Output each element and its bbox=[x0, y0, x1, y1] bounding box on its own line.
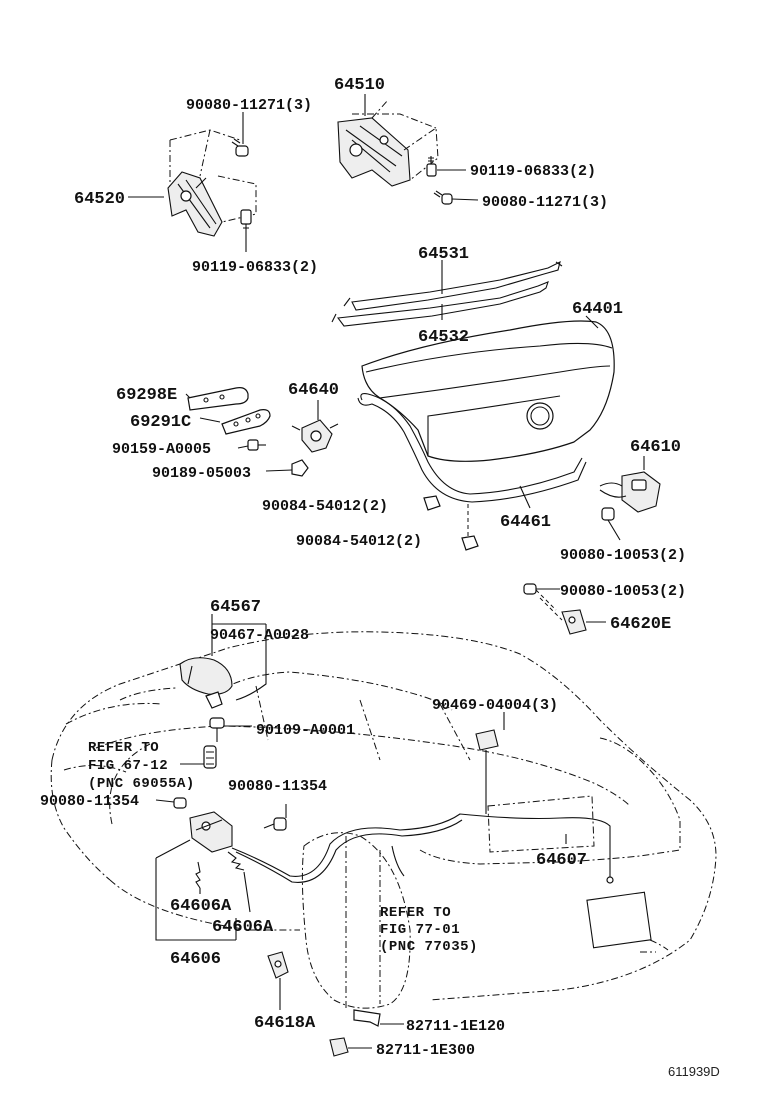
torsion-bar-64532[interactable] bbox=[331, 281, 549, 327]
leaders-64640 bbox=[185, 393, 319, 472]
label-82711-1E300: 82711-1E300 bbox=[376, 1042, 475, 1059]
bolt-90080-11271-left[interactable] bbox=[231, 138, 249, 157]
label-90119-06833-b: 90119-06833(2) bbox=[192, 259, 318, 276]
label-64610: 64610 bbox=[630, 438, 681, 457]
bolt-90080-10053-lock[interactable] bbox=[601, 507, 615, 521]
bolt-90119-06833-left[interactable] bbox=[240, 209, 252, 232]
label-64567: 64567 bbox=[210, 598, 261, 617]
bolt-90080-11271-right[interactable] bbox=[433, 190, 453, 205]
protector-82711-1E120[interactable] bbox=[353, 1009, 381, 1027]
spring-refer-69055A[interactable] bbox=[203, 745, 217, 769]
label-90467-A0028: 90467-A0028 bbox=[210, 627, 309, 644]
torsion-bar-64531[interactable] bbox=[343, 260, 563, 311]
fuel-lid-64567[interactable] bbox=[179, 657, 233, 695]
leaders-cable bbox=[485, 712, 567, 844]
lock-64610[interactable] bbox=[599, 471, 661, 513]
label-64531: 64531 bbox=[418, 245, 469, 264]
garnish-69291C[interactable] bbox=[221, 409, 271, 435]
label-90189-05003: 90189-05003 bbox=[152, 465, 251, 482]
label-64606A-a: 64606A bbox=[170, 897, 232, 916]
label-64640: 64640 bbox=[288, 381, 339, 400]
label-64510: 64510 bbox=[334, 76, 385, 95]
cushion-90084-54012-upper[interactable] bbox=[423, 495, 441, 511]
label-90080-10053-a: 90080-10053(2) bbox=[560, 547, 686, 564]
label-90084-54012-a: 90084-54012(2) bbox=[262, 498, 388, 515]
leaders-fuel bbox=[180, 725, 252, 765]
label-90159-A0005: 90159-A0005 bbox=[112, 441, 211, 458]
cover-64618A[interactable] bbox=[267, 951, 289, 979]
bolt-90119-06833-right[interactable] bbox=[426, 156, 437, 177]
leaders-64606 bbox=[155, 799, 287, 941]
label-64618A: 64618A bbox=[254, 1014, 316, 1033]
label-64520: 64520 bbox=[74, 190, 125, 209]
label-90080-10053-b: 90080-10053(2) bbox=[560, 583, 686, 600]
leaders-64620E bbox=[536, 588, 606, 623]
label-90084-54012-b: 90084-54012(2) bbox=[296, 533, 422, 550]
label-64461: 64461 bbox=[500, 513, 551, 532]
label-64401: 64401 bbox=[572, 300, 623, 319]
hinge-64520[interactable] bbox=[167, 129, 257, 237]
clamp-90469-04004[interactable] bbox=[475, 729, 499, 751]
nut-90189-05003[interactable] bbox=[291, 459, 309, 477]
bracket-64567 bbox=[211, 614, 267, 701]
label-69291C: 69291C bbox=[130, 413, 191, 432]
label-64620E: 64620E bbox=[610, 615, 671, 634]
label-90080-11354-a: 90080-11354 bbox=[40, 793, 139, 810]
cushion-90084-54012-lower[interactable] bbox=[461, 535, 479, 551]
label-69298E: 69298E bbox=[116, 386, 177, 405]
leaders-64520 bbox=[128, 112, 247, 252]
label-64607: 64607 bbox=[536, 851, 587, 870]
label-refer-1-line1: REFER TO bbox=[88, 740, 159, 756]
label-90119-06833-a: 90119-06833(2) bbox=[470, 163, 596, 180]
figure-code: 611939D bbox=[668, 1064, 720, 1079]
label-90080-11271-b: 90080-11271(3) bbox=[482, 194, 608, 211]
trunk-lid-64401[interactable] bbox=[361, 320, 615, 462]
label-64606: 64606 bbox=[170, 950, 221, 969]
screw-90159-A0005[interactable] bbox=[247, 439, 266, 451]
label-refer-1-line3: (PNC 69055A) bbox=[88, 776, 195, 792]
spring-64606A-b[interactable] bbox=[227, 851, 245, 871]
label-90109-A0001: 90109-A0001 bbox=[256, 722, 355, 739]
leader-64461 bbox=[519, 485, 531, 509]
label-90469-04004: 90469-04004(3) bbox=[432, 697, 558, 714]
leaders-64510 bbox=[364, 94, 479, 201]
label-refer-2-line1: REFER TO bbox=[380, 905, 451, 921]
opener-lever-64606[interactable] bbox=[189, 811, 233, 853]
bolt-90080-11354-right[interactable] bbox=[263, 817, 287, 831]
leader-64401 bbox=[585, 315, 599, 329]
label-82711-1E120: 82711-1E120 bbox=[406, 1018, 505, 1035]
label-refer-1-line2: FIG 67-12 bbox=[88, 758, 168, 774]
striker-64620E[interactable] bbox=[561, 609, 587, 635]
label-90080-11271-a: 90080-11271(3) bbox=[186, 97, 312, 114]
leaders-64610 bbox=[607, 456, 645, 541]
label-refer-2-line3: (PNC 77035) bbox=[380, 939, 478, 955]
striker-dashed bbox=[535, 589, 563, 621]
lock-cylinder-64640[interactable] bbox=[291, 419, 339, 453]
screw-90109-A0001[interactable] bbox=[209, 717, 225, 742]
leaders-82711 bbox=[279, 978, 404, 1049]
clip-90467-A0028[interactable] bbox=[205, 691, 223, 709]
hinge-64510[interactable] bbox=[337, 99, 439, 187]
bolt-90080-10053-striker[interactable] bbox=[523, 583, 537, 595]
label-64532: 64532 bbox=[418, 328, 469, 347]
weatherstrip-64461[interactable] bbox=[357, 393, 587, 503]
label-64606A-b: 64606A bbox=[212, 918, 274, 937]
clamp-82711-1E300[interactable] bbox=[329, 1037, 349, 1057]
bolt-90080-11354-left[interactable] bbox=[173, 797, 187, 809]
emblem-69298E[interactable] bbox=[187, 387, 249, 411]
label-90080-11354-b: 90080-11354 bbox=[228, 778, 327, 795]
label-refer-2-line2: FIG 77-01 bbox=[380, 922, 460, 938]
cable-64607[interactable] bbox=[231, 813, 614, 884]
spring-64606A-a[interactable] bbox=[195, 861, 201, 889]
